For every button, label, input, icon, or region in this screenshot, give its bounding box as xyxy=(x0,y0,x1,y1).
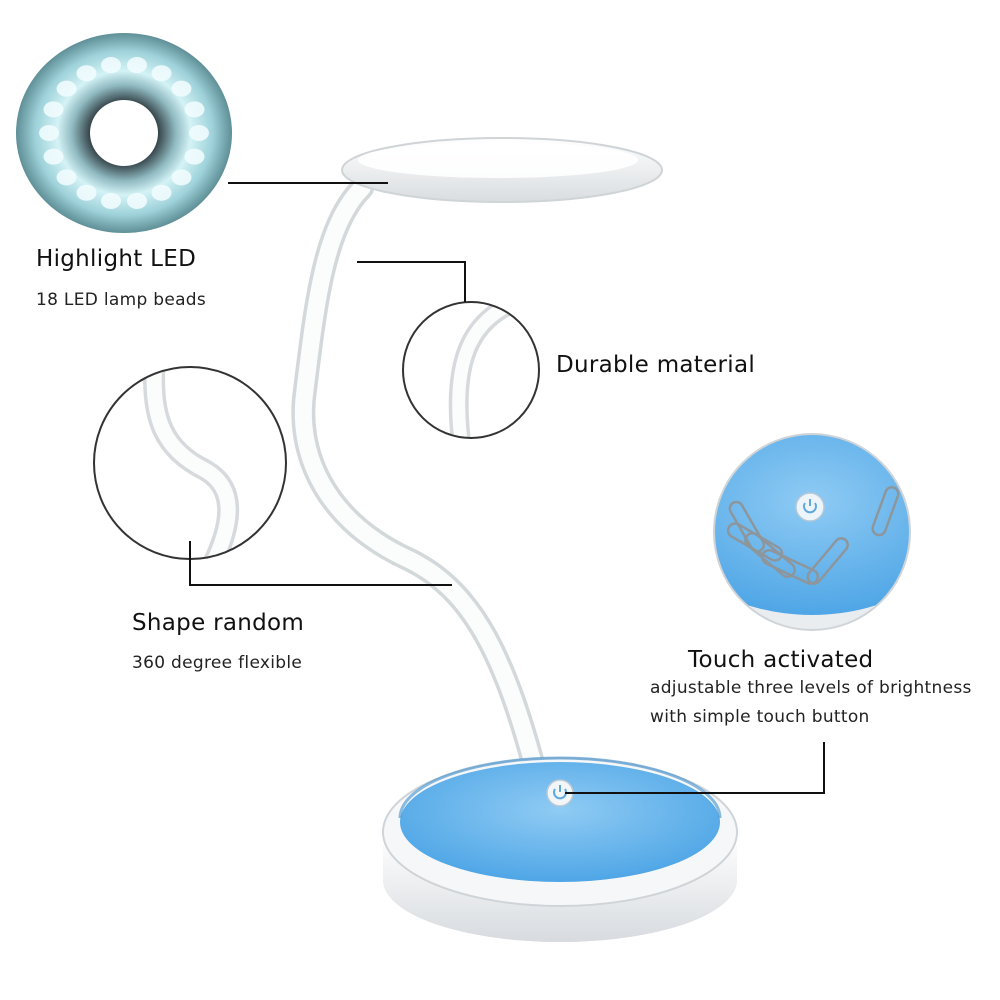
material-title: Durable material xyxy=(556,352,756,378)
led-bead xyxy=(127,57,148,74)
led-bead xyxy=(184,148,205,165)
material-detail xyxy=(402,301,540,439)
led-bead xyxy=(127,192,148,209)
led-bead xyxy=(39,125,59,141)
led-bead xyxy=(151,65,172,82)
power-icon xyxy=(795,492,825,522)
touch-button-detail xyxy=(713,433,911,631)
led-bead xyxy=(56,80,77,97)
led-bead xyxy=(43,101,64,118)
lamp-head xyxy=(341,137,663,203)
led-bead xyxy=(76,65,97,82)
led-bead xyxy=(100,57,121,74)
led-bead xyxy=(184,101,205,118)
led-bead xyxy=(76,184,97,201)
led-bead xyxy=(151,184,172,201)
shape-subtitle: 360 degree flexible xyxy=(132,653,303,673)
callout-lines xyxy=(189,182,825,794)
touch-line-2: with simple touch button xyxy=(650,707,870,727)
led-bead xyxy=(171,169,192,186)
led-bead xyxy=(43,148,64,165)
led-ring-detail xyxy=(16,33,232,233)
led-bead xyxy=(100,192,121,209)
paper-clips xyxy=(726,486,900,585)
led-title: Highlight LED xyxy=(36,246,197,272)
led-subtitle: 18 LED lamp beads xyxy=(36,290,207,310)
led-beads xyxy=(39,57,209,209)
touch-title: Touch activated xyxy=(688,647,874,673)
led-bead xyxy=(189,125,209,141)
lamp-base xyxy=(382,756,738,942)
led-bead xyxy=(171,80,192,97)
flex-neck-detail xyxy=(93,366,287,560)
led-bead xyxy=(56,169,77,186)
shape-title: Shape random xyxy=(132,610,305,636)
power-icon[interactable] xyxy=(546,779,574,807)
touch-line-1: adjustable three levels of brightness xyxy=(650,678,972,698)
